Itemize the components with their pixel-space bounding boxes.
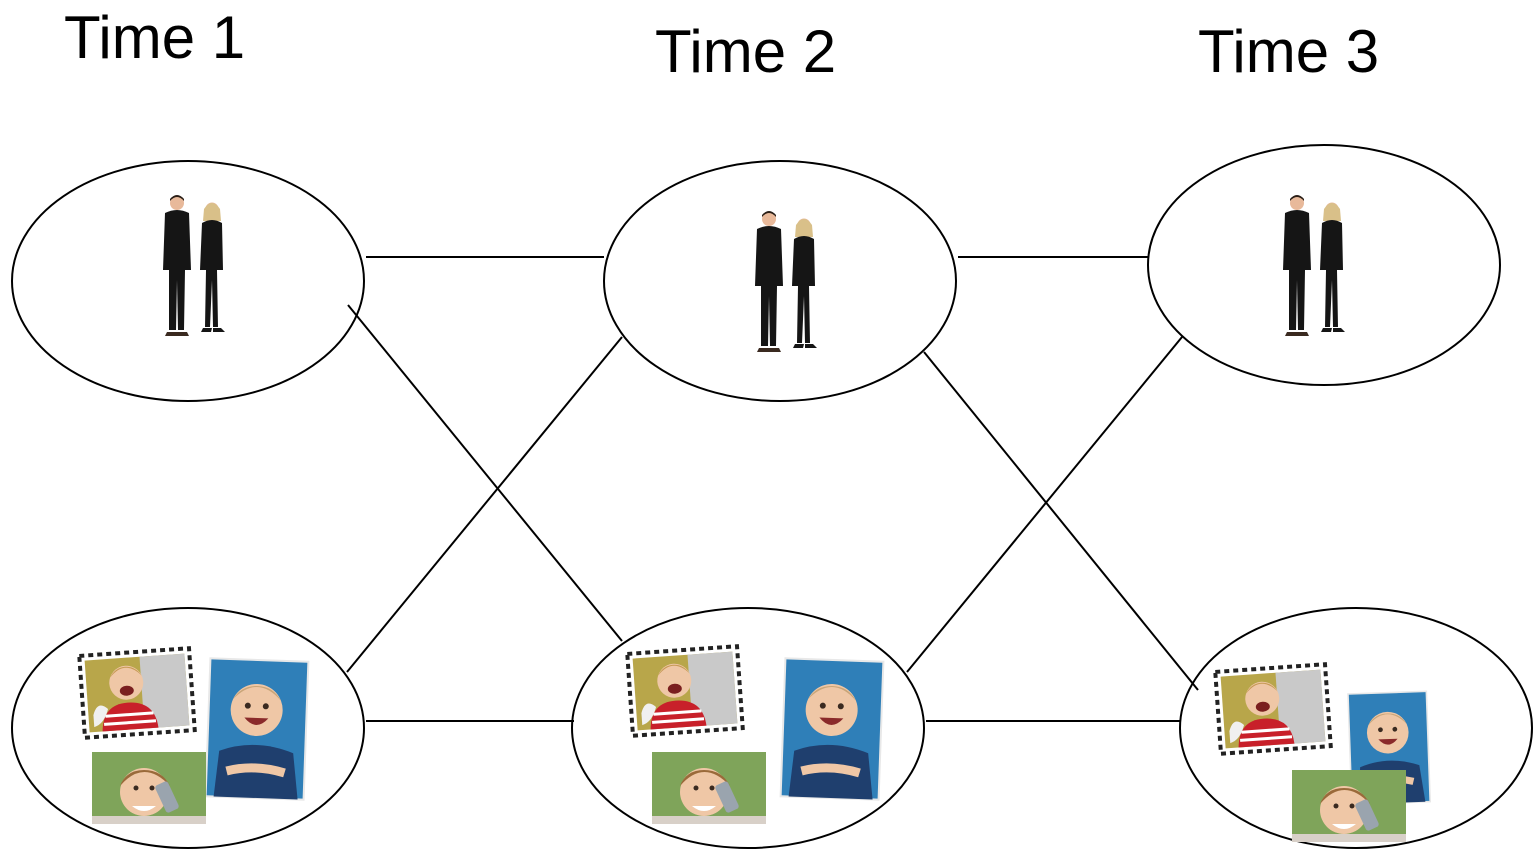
parents-image-time3 bbox=[1283, 195, 1345, 336]
node-parents-time3 bbox=[1147, 144, 1501, 386]
edge-children1-parents2 bbox=[346, 336, 623, 673]
node-children-time1 bbox=[11, 607, 365, 849]
children-image-time2 bbox=[625, 644, 883, 824]
parents-image-time1 bbox=[163, 195, 225, 336]
time-2-label: Time 2 bbox=[655, 18, 837, 85]
children-image-time3 bbox=[1213, 662, 1430, 842]
node-children-time2 bbox=[571, 607, 925, 849]
edge-parents2-children3 bbox=[923, 351, 1199, 691]
node-children-time3 bbox=[1179, 607, 1533, 849]
node-parents-time1 bbox=[11, 160, 365, 402]
edge-children2-parents3 bbox=[906, 336, 1183, 673]
edges bbox=[346, 256, 1199, 722]
children-image-time1 bbox=[77, 646, 308, 824]
edge-parents1-children2 bbox=[347, 304, 623, 642]
node-parents-time2 bbox=[603, 160, 957, 402]
time-1-label: Time 1 bbox=[64, 4, 246, 71]
time-3-label: Time 3 bbox=[1198, 18, 1380, 85]
parents-image-time2 bbox=[755, 211, 817, 352]
